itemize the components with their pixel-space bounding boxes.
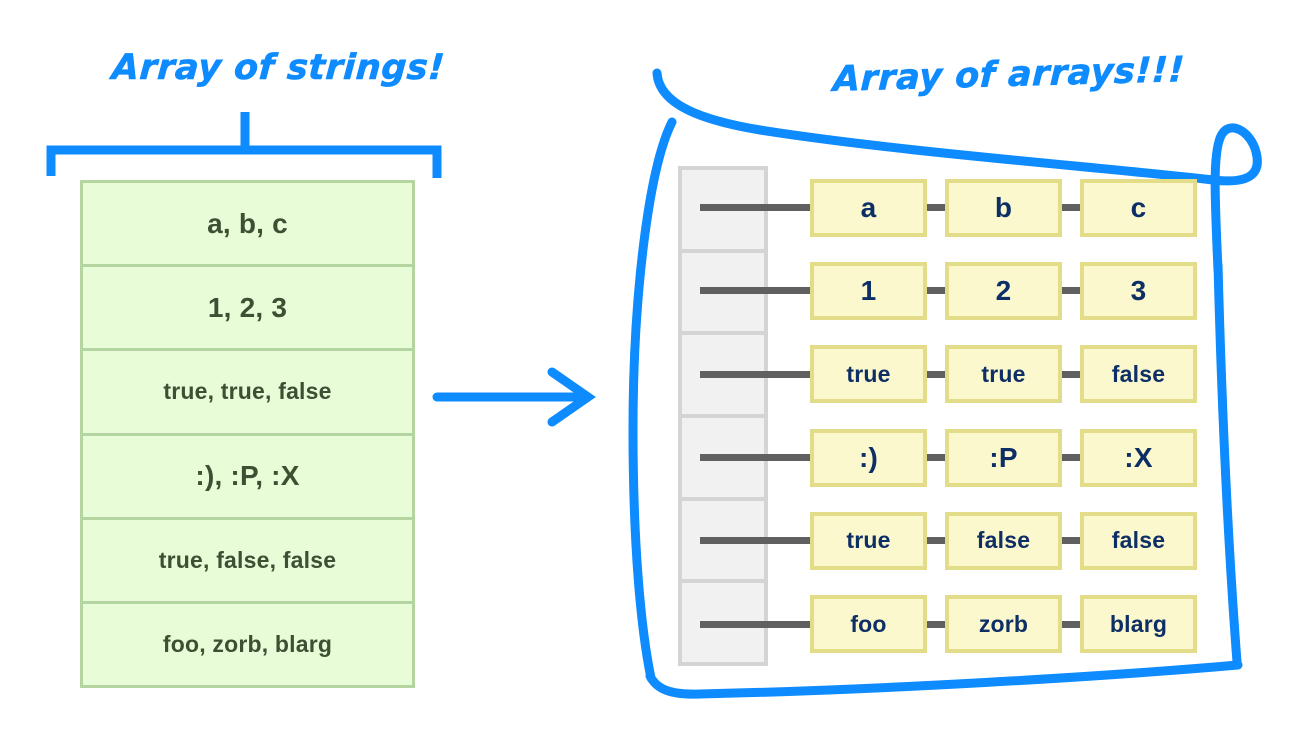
array-cell: false — [945, 511, 1062, 570]
connector-line — [1062, 287, 1080, 295]
array-row: :) :P :X — [700, 416, 1240, 499]
array-cell: 3 — [1080, 261, 1197, 320]
array-cell-text: blarg — [1109, 610, 1168, 637]
array-cell: :) — [810, 428, 927, 487]
transform-arrow-icon — [432, 367, 596, 427]
array-cell-text: c — [1130, 191, 1147, 223]
table-row: foo, zorb, blarg — [83, 603, 412, 686]
array-cell-text: b — [994, 191, 1013, 223]
connector-line — [700, 370, 810, 378]
array-cell: 1 — [810, 261, 927, 320]
array-cell-text: :P — [989, 441, 1018, 473]
array-cell: false — [1080, 345, 1197, 404]
array-cell-text: true — [846, 527, 891, 554]
cell-text: true, false, false — [158, 546, 337, 573]
cell-text: a, b, c — [207, 207, 288, 239]
array-cell-text: 2 — [995, 274, 1012, 306]
array-cell-text: :) — [858, 441, 879, 473]
connector-line — [1062, 620, 1080, 628]
array-row: a b c — [700, 166, 1240, 249]
index-cell — [682, 170, 764, 253]
array-row: foo zorb blarg — [700, 583, 1240, 666]
connector-line — [700, 454, 810, 462]
array-row: true true false — [700, 333, 1240, 416]
connector-line — [927, 370, 945, 378]
cell-text: foo, zorb, blarg — [162, 630, 333, 657]
array-cell-text: a — [860, 191, 877, 223]
table-row: true, true, false — [83, 351, 412, 436]
array-cell-text: :X — [1124, 441, 1153, 473]
array-cell: a — [810, 178, 927, 237]
array-cell-text: zorb — [978, 610, 1029, 637]
array-cell: :X — [1080, 428, 1197, 487]
array-cell: 2 — [945, 261, 1062, 320]
connector-line — [927, 287, 945, 295]
array-cell-text: false — [1111, 527, 1166, 554]
cell-text: :), :P, :X — [195, 460, 300, 492]
array-cell: c — [1080, 178, 1197, 237]
connector-line — [700, 287, 810, 295]
array-row: 1 2 3 — [700, 249, 1240, 332]
table-row: a, b, c — [83, 183, 412, 268]
array-cell: foo — [810, 595, 927, 654]
left-bracket-icon — [46, 112, 442, 178]
array-cell-text: true — [981, 360, 1026, 387]
array-index-column — [678, 166, 768, 666]
array-cell: true — [945, 345, 1062, 404]
array-cell: true — [810, 345, 927, 404]
array-cell: b — [945, 178, 1062, 237]
connector-line — [1062, 454, 1080, 462]
connector-line — [700, 620, 810, 628]
connector-line — [700, 204, 810, 212]
connector-line — [1062, 537, 1080, 545]
connector-line — [927, 454, 945, 462]
connector-line — [927, 620, 945, 628]
connector-line — [927, 204, 945, 212]
strings-table: a, b, c 1, 2, 3 true, true, false :), :P… — [80, 180, 415, 688]
left-title: Array of strings! — [110, 48, 447, 89]
array-cell: true — [810, 511, 927, 570]
array-cell-text: foo — [850, 610, 887, 637]
nested-array-rows: a b c 1 2 3 — [700, 166, 1240, 666]
cell-text: true, true, false — [163, 378, 332, 405]
right-title: Array of arrays!!! — [832, 50, 1186, 100]
connector-line — [700, 537, 810, 545]
array-cell: false — [1080, 511, 1197, 570]
array-cell-text: 1 — [860, 274, 877, 306]
array-cell: blarg — [1080, 595, 1197, 654]
table-row: 1, 2, 3 — [83, 267, 412, 352]
array-cell-text: true — [846, 360, 891, 387]
array-cell: zorb — [945, 595, 1062, 654]
array-cell-text: false — [976, 527, 1031, 554]
connector-line — [927, 537, 945, 545]
table-row: :), :P, :X — [83, 435, 412, 520]
array-cell-text: 3 — [1130, 274, 1147, 306]
connector-line — [1062, 204, 1080, 212]
array-cell: :P — [945, 428, 1062, 487]
array-cell-text: false — [1111, 360, 1166, 387]
table-row: true, false, false — [83, 519, 412, 604]
cell-text: 1, 2, 3 — [207, 291, 288, 323]
array-row: true false false — [700, 499, 1240, 582]
connector-line — [1062, 370, 1080, 378]
